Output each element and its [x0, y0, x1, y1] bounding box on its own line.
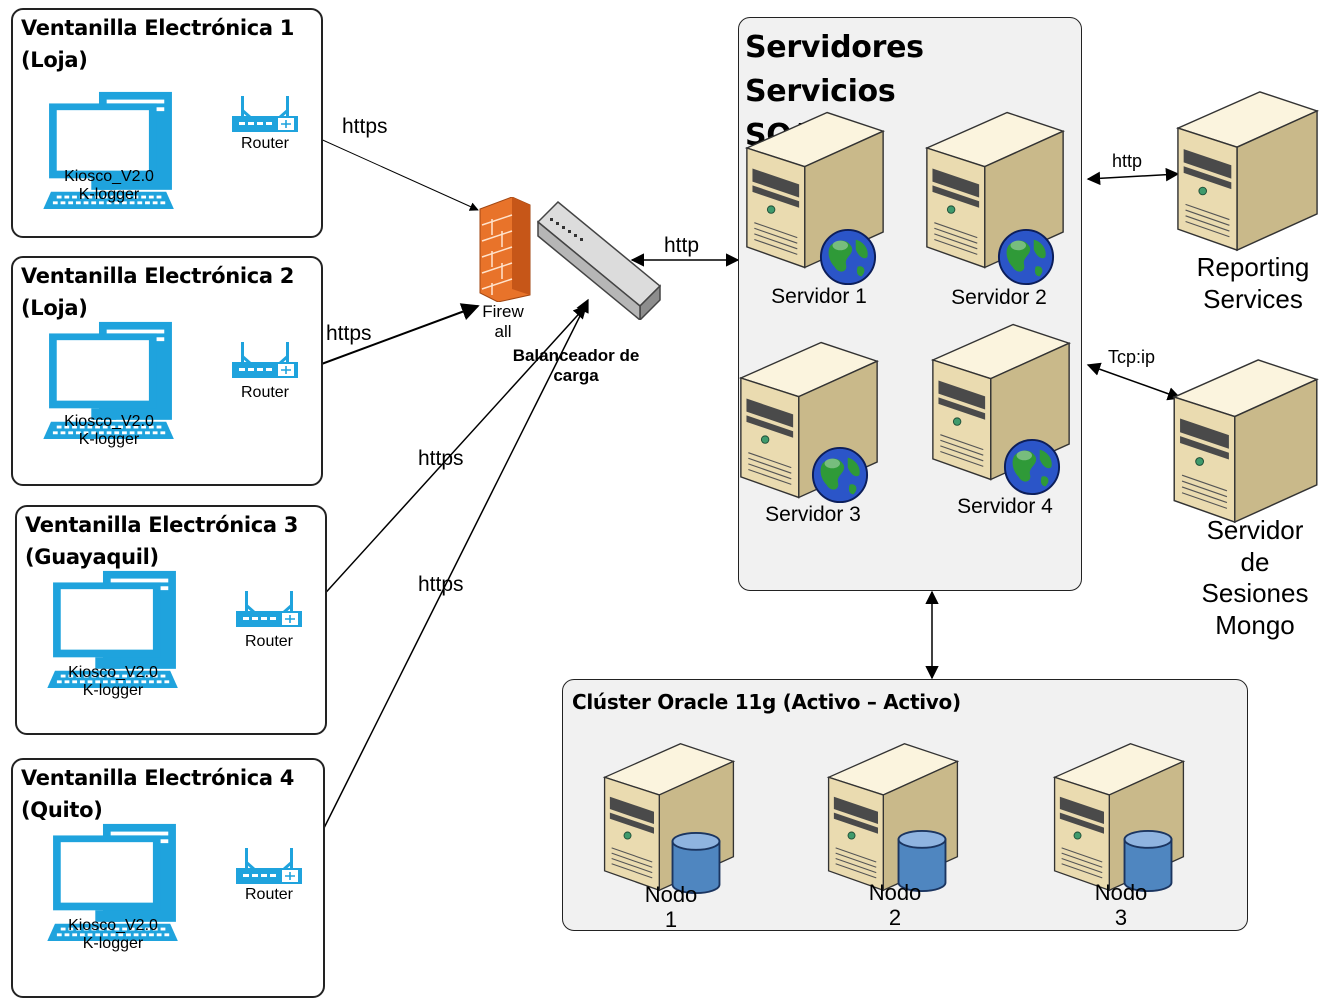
server-1-label: Servidor 1 — [771, 285, 867, 308]
kiosk-box-1: Ventanilla Electrónica 1 (Loja) Kiosco_V… — [11, 8, 323, 238]
https-label-2: https — [326, 322, 372, 345]
node-2-label: Nodo 2 — [868, 880, 922, 930]
kiosk-device-label: Kiosco_V2.0 K-logger — [64, 413, 154, 449]
reporting-http-label: http — [1112, 151, 1143, 171]
cluster-title: Clúster Oracle 11g (Activo – Activo) — [572, 690, 961, 714]
firewall-label: Firew all — [482, 302, 524, 341]
server-4-label: Servidor 4 — [957, 495, 1053, 518]
globe-icon — [1003, 438, 1061, 496]
server-3-label: Servidor 3 — [765, 503, 861, 526]
soa-sessions-tcp-link — [1086, 362, 1182, 401]
node-3-label: Nodo 3 — [1094, 880, 1148, 930]
soa-reporting-http-link — [1086, 167, 1180, 186]
load-balancer-icon — [536, 200, 662, 320]
router-label: Router — [240, 384, 290, 401]
router-label: Router — [240, 135, 290, 152]
reporting-server-icon — [1176, 90, 1319, 252]
https-label-1: https — [342, 115, 388, 138]
soa-servers-box: Servidores Servicios SOA Servidor 1 Serv… — [738, 17, 1082, 591]
https-label-4: https — [418, 573, 464, 596]
reporting-services-label: Reporting Services — [1196, 252, 1310, 314]
kiosk-title: Ventanilla Electrónica 1 (Loja) — [21, 16, 295, 72]
sessions-tcp-label: Tcp:ip — [1108, 347, 1156, 367]
kiosk-device-label: Kiosco_V2.0 K-logger — [68, 664, 158, 700]
router-label: Router — [244, 633, 294, 650]
kiosk-box-2: Ventanilla Electrónica 2 (Loja) Kiosco_V… — [11, 256, 323, 486]
kiosk-device-label: Kiosco_V2.0 K-logger — [68, 917, 158, 953]
router-label: Router — [244, 886, 294, 903]
balancer-http-label: http — [664, 234, 700, 257]
kiosk-title: Ventanilla Electrónica 3 (Guayaquil) — [25, 513, 299, 569]
load-balancer-label: Balanceador de carga — [512, 346, 640, 385]
node-1-label: Nodo 1 — [644, 882, 698, 932]
oracle-cluster-box: Clúster Oracle 11g (Activo – Activo) Nod… — [562, 679, 1248, 932]
server-2-label: Servidor 2 — [951, 286, 1047, 309]
kiosk-title: Ventanilla Electrónica 4 (Quito) — [21, 766, 295, 822]
router-icon — [231, 94, 299, 134]
globe-icon — [819, 228, 877, 286]
kiosk-title: Ventanilla Electrónica 2 (Loja) — [21, 264, 295, 320]
kiosk-box-3: Ventanilla Electrónica 3 (Guayaquil) Kio… — [15, 505, 327, 735]
globe-icon — [997, 228, 1055, 286]
router-icon — [235, 846, 303, 886]
session-server-icon — [1172, 358, 1319, 524]
kiosk-device-label: Kiosco_V2.0 K-logger — [64, 168, 154, 204]
session-server-label: Servidor de Sesiones Mongo — [1201, 515, 1309, 641]
firewall-icon — [479, 197, 531, 302]
globe-icon — [811, 446, 869, 504]
kiosk-box-4: Ventanilla Electrónica 4 (Quito) Kiosco_… — [11, 758, 325, 998]
router-1-https-link — [295, 127, 479, 211]
router-icon — [231, 340, 299, 380]
router-icon — [235, 589, 303, 629]
https-label-3: https — [418, 447, 464, 470]
